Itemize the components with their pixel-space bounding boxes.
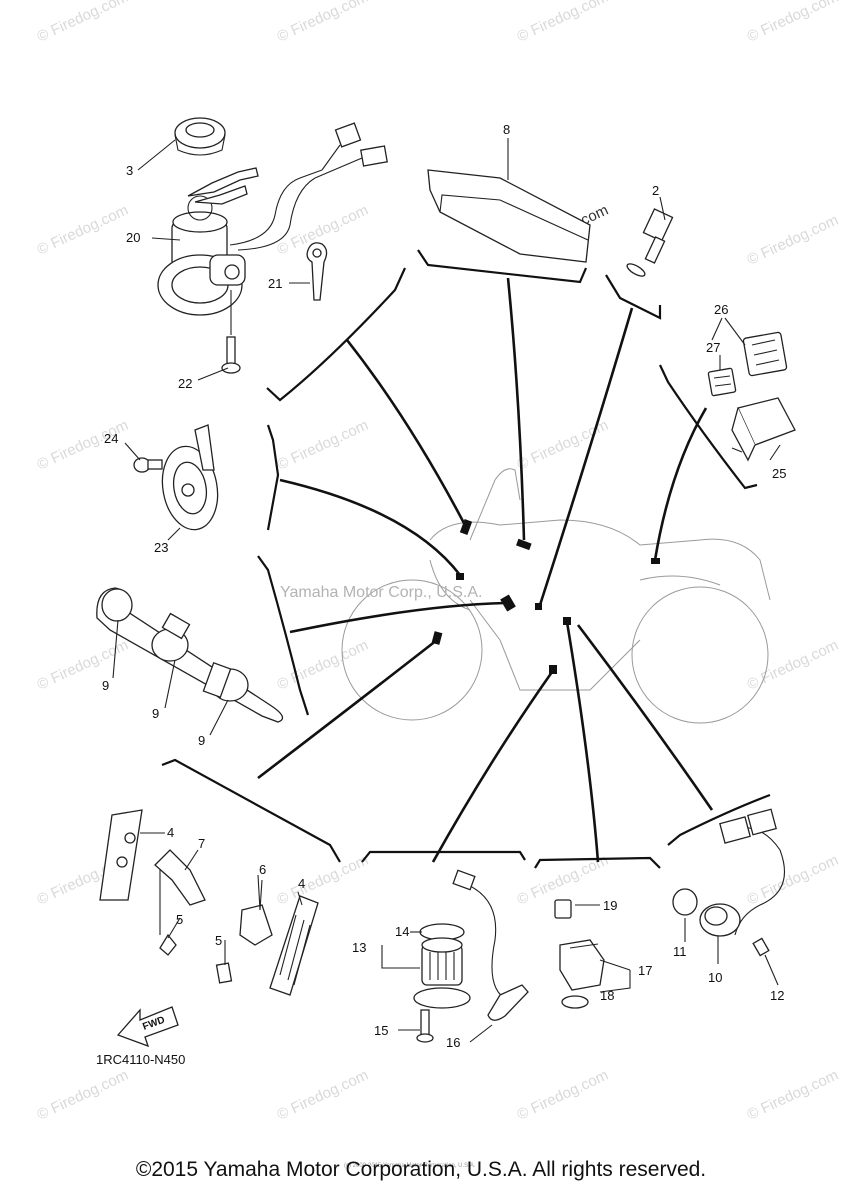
switch-connectors — [314, 122, 388, 179]
callout-7: 7 — [198, 836, 205, 851]
watermark: © Firedog.com — [35, 202, 132, 259]
callout-17: 17 — [638, 963, 652, 978]
watermark: © Firedog.com — [35, 637, 132, 694]
diagram-reference-code: 1RC4110-N450 — [96, 1052, 186, 1067]
group-brackets — [161, 249, 771, 869]
right-pedal-assembly — [239, 874, 319, 996]
watermark: © Firedog.com — [745, 1067, 842, 1124]
callout-26: 26 — [714, 302, 728, 317]
callout-23: 23 — [154, 540, 168, 555]
callout-6: 6 — [259, 862, 266, 877]
watermark: © Firedog.com — [275, 1067, 372, 1124]
forward-direction-indicator: FWD — [116, 1006, 179, 1048]
thermo-sensor — [626, 208, 674, 277]
callout-24: 24 — [104, 431, 118, 446]
key-set — [187, 167, 259, 221]
key-blank — [306, 242, 328, 301]
gear-position-switch — [672, 808, 785, 957]
callout-16: 16 — [446, 1035, 460, 1050]
relay-connector — [707, 331, 788, 397]
watermark: © Firedog.com — [745, 0, 842, 46]
copyright-notice: ©2015 Yamaha Motor Corporation, U.S.A. A… — [135, 1158, 707, 1181]
callout-9: 9 — [152, 706, 159, 721]
callout-14: 14 — [395, 924, 409, 939]
callout-25: 25 — [772, 466, 786, 481]
watermark: © Firedog.com — [35, 1067, 132, 1124]
horn-bolt — [133, 457, 163, 473]
leader-lines — [257, 277, 714, 863]
callout-4: 4 — [298, 876, 305, 891]
callout-4: 4 — [167, 825, 174, 840]
watermark: © Firedog.com — [515, 1067, 612, 1124]
relay — [731, 397, 796, 462]
callout-11: 11 — [673, 944, 687, 959]
callout-22: 22 — [178, 376, 192, 391]
watermark: © Firedog.com — [275, 852, 372, 909]
center-watermark: Yamaha Motor Corp., U.S.A. — [280, 584, 483, 601]
main-switch — [157, 169, 323, 316]
bulb-socket-assembly — [96, 587, 284, 723]
main-switch-bolt — [221, 290, 241, 374]
callout-2: 2 — [652, 183, 659, 198]
callout-15: 15 — [374, 1023, 388, 1038]
callout-5: 5 — [176, 912, 183, 927]
watermark: © Firedog.com — [275, 417, 372, 474]
callout-10: 10 — [708, 970, 722, 985]
callout-20: 20 — [126, 230, 140, 245]
callout-27: 27 — [706, 340, 720, 355]
callout-21: 21 — [268, 276, 282, 291]
cover-panel — [427, 169, 591, 263]
horn — [161, 424, 219, 531]
fine-print-copyright: (c) 2000-2015 Yamaha Motor Corporation, … — [344, 1163, 476, 1169]
callout-13: 13 — [352, 940, 366, 955]
callout-18: 18 — [600, 988, 614, 1003]
watermark: © Firedog.com — [275, 0, 372, 46]
callout-leaders — [112, 138, 781, 1043]
callout-5: 5 — [215, 933, 222, 948]
neutral-switch-assembly — [413, 869, 529, 1043]
watermark: © Firedog.com — [515, 0, 612, 46]
sensor-assembly — [554, 899, 605, 1009]
left-pedal-assembly — [99, 809, 233, 984]
callout-9: 9 — [102, 678, 109, 693]
callout-8: 8 — [503, 122, 510, 137]
callout-12: 12 — [770, 988, 784, 1003]
watermark: © Firedog.com — [745, 212, 842, 269]
key-cover-ring — [174, 117, 226, 156]
callout-9: 9 — [198, 733, 205, 748]
callout-labels: 2 3 20 21 22 8 26 27 25 24 23 9 9 9 4 7 … — [102, 122, 786, 1050]
watermark: © Firedog.com — [35, 0, 132, 46]
watermark: © Firedog.com — [745, 852, 842, 909]
callout-3: 3 — [126, 163, 133, 178]
callout-19: 19 — [603, 898, 617, 913]
watermark: © Firedog.com — [745, 637, 842, 694]
